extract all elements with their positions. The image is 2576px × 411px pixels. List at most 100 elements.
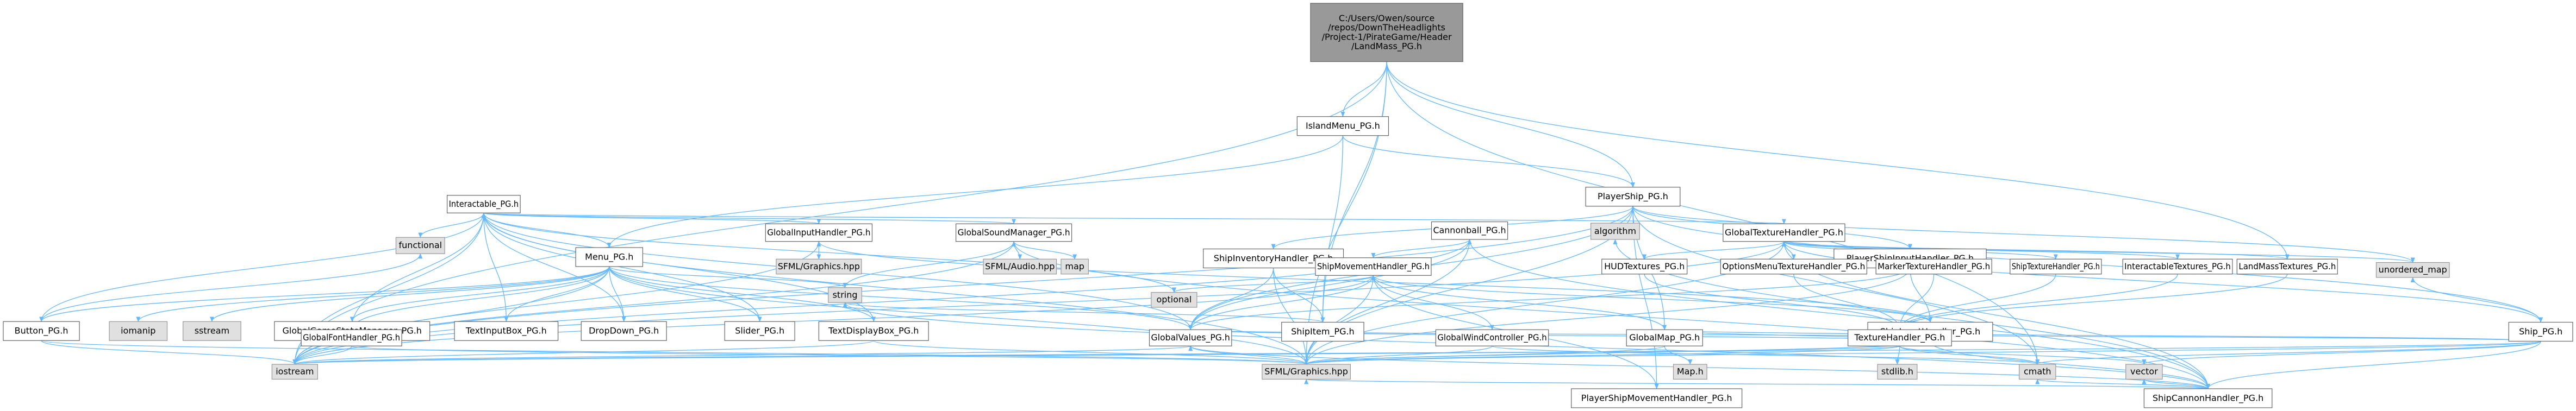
- node-interactabletextures[interactable]: InteractableTextures_PG.h: [2122, 258, 2233, 275]
- edge-globalmap-to-mapheader: [1664, 346, 1693, 365]
- node-box-shipcannon: [2143, 388, 2273, 408]
- node-box-playershipmovement: [1571, 388, 1743, 408]
- node-textdisplaybox[interactable]: TextDisplayBox_PG.h: [818, 321, 929, 341]
- node-label-button: Button_PG.h: [15, 326, 68, 337]
- edge-textdisplaybox-to-sfmlgraphics: [873, 340, 1308, 365]
- node-label-playership: PlayerShip_PG.h: [1598, 191, 1668, 202]
- node-islandmenu[interactable]: IslandMenu_PG.h: [1296, 116, 1389, 136]
- edge-landmasstextures-to-texturehandler: [1898, 274, 2288, 331]
- node-unorderedmap: unordered_map: [2375, 262, 2450, 278]
- node-ship[interactable]: Ship_PG.h: [2508, 321, 2573, 342]
- node-box-algorithm: [1590, 223, 1640, 240]
- node-textinputbox[interactable]: TextInputBox_PG.h: [454, 321, 559, 341]
- edge-shipcannon-to-cmath: [2035, 378, 2209, 389]
- edge-menu-to-textdisplaybox: [609, 266, 876, 323]
- node-label-markertexture: MarkerTextureHandler_PG.h: [1878, 261, 1990, 272]
- edge-cannonball-to-shipmovement: [1371, 239, 1470, 258]
- edge-ship-to-unorderedmap: [2410, 277, 2541, 323]
- edge-globalwind-to-cmath: [1492, 345, 2039, 365]
- node-playershipmovement[interactable]: PlayerShipMovementHandler_PG.h: [1571, 388, 1743, 408]
- node-cannonball[interactable]: Cannonball_PG.h: [1431, 221, 1508, 240]
- node-label-unorderedmap: unordered_map: [2379, 264, 2447, 275]
- edge-texturehandler-to-vector: [1899, 345, 2147, 365]
- edge-textinputbox-to-interactable: [481, 212, 507, 322]
- node-iomanip: iomanip: [109, 321, 168, 341]
- node-label-cannonball: Cannonball_PG.h: [1433, 225, 1506, 236]
- node-slider[interactable]: Slider_PG.h: [724, 321, 795, 341]
- node-landmasstextures[interactable]: LandMassTextures_PG.h: [2236, 258, 2338, 275]
- node-box-playership: [1585, 187, 1681, 207]
- edge-cannonball-to-sfmlgraphics: [1304, 239, 1470, 365]
- node-label-root-line-0: C:/Users/Owen/source: [1339, 13, 1434, 23]
- node-globalinput[interactable]: GlobalInputHandler_PG.h: [765, 223, 873, 242]
- edge-menu-to-sfmlgraphics: [609, 266, 1309, 365]
- node-box-shipmovement: [1315, 257, 1432, 276]
- node-iostream: iostream: [271, 364, 319, 380]
- node-box-interactable: [447, 195, 521, 213]
- node-label-root-line-2: /Project-1/PirateGame/Header: [1322, 31, 1452, 42]
- node-label-string: string: [833, 289, 858, 300]
- edge-dropdown-to-interactable: [481, 212, 625, 322]
- node-box-globalmap: [1626, 329, 1703, 346]
- edge-globalwind-to-sfmlgraphics: [1304, 345, 1493, 365]
- node-globalwind[interactable]: GlobalWindController_PG.h: [1435, 329, 1549, 346]
- node-box-optional: [1151, 292, 1197, 308]
- node-label-landmasstextures: LandMassTextures_PG.h: [2238, 261, 2336, 272]
- edge-globalvalues-to-sfmlgraphics: [1190, 345, 1309, 365]
- edge-interactable-to-globaltexture: [483, 212, 1785, 225]
- edge-globaltexture-to-optionsmenutexture: [1783, 241, 1796, 260]
- node-box-hudtextures: [1601, 258, 1688, 275]
- node-label-globaltexture: GlobalTextureHandler_PG.h: [1725, 227, 1843, 238]
- node-button[interactable]: Button_PG.h: [3, 321, 80, 341]
- node-globalmap[interactable]: GlobalMap_PG.h: [1626, 329, 1703, 346]
- node-texturehandler[interactable]: TextureHandler_PG.h: [1848, 329, 1952, 346]
- node-globalsound[interactable]: GlobalSoundManager_PG.h: [955, 223, 1072, 242]
- node-globalfont[interactable]: GlobalFontHandler_PG.h: [301, 329, 402, 346]
- node-dropdown[interactable]: DropDown_PG.h: [581, 321, 667, 341]
- edge-optionsmenutexture-to-texturehandler: [1793, 274, 1902, 331]
- node-hudtextures[interactable]: HUDTextures_PG.h: [1601, 258, 1688, 275]
- edge-globalsound-to-string: [843, 241, 1014, 288]
- node-label-mapheader: Map.h: [1677, 366, 1704, 377]
- node-sstream: sstream: [183, 321, 241, 341]
- node-label-algorithm: algorithm: [1594, 226, 1636, 236]
- node-sfmlgraphicshpp: SFML/Graphics.hpp: [776, 258, 862, 275]
- node-box-globalfont: [301, 329, 402, 346]
- node-label-globalwind: GlobalWindController_PG.h: [1437, 332, 1546, 343]
- edge-playership-to-unorderedmap: [1632, 206, 2415, 263]
- node-box-stdlib: [1877, 364, 1918, 380]
- node-label-functional: functional: [398, 240, 442, 250]
- node-stdlib: stdlib.h: [1877, 364, 1918, 380]
- node-label-shipinventory: ShipInventoryHandler_PG.h: [1214, 253, 1333, 264]
- node-shiptexture[interactable]: ShipTextureHandler_PG.h: [2010, 258, 2102, 275]
- node-globalvalues[interactable]: GlobalValues_PG.h: [1149, 329, 1232, 346]
- node-globaltexture[interactable]: GlobalTextureHandler_PG.h: [1723, 223, 1845, 242]
- node-markertexture[interactable]: MarkerTextureHandler_PG.h: [1875, 258, 1992, 275]
- node-shipitem[interactable]: ShipItem_PG.h: [1281, 321, 1364, 342]
- node-label-globalmap: GlobalMap_PG.h: [1629, 332, 1700, 343]
- edge-shipcannon-to-vector: [2142, 378, 2209, 389]
- node-box-dropdown: [581, 321, 667, 341]
- node-box-globalsound: [955, 223, 1072, 242]
- edge-globaltexture-to-hudtextures: [1642, 241, 1785, 260]
- node-box-globaltexture: [1723, 223, 1845, 242]
- edge-interactable-to-globalinput: [483, 212, 821, 225]
- node-shipmovement[interactable]: ShipMovementHandler_PG.h: [1315, 257, 1432, 276]
- node-root[interactable]: C:/Users/Owen/source/repos/DownTheHeadli…: [1310, 3, 1463, 62]
- node-box-cmath: [2019, 364, 2056, 380]
- node-menu[interactable]: Menu_PG.h: [575, 247, 644, 267]
- edge-shipitem-to-string: [843, 302, 1324, 323]
- edge-menu-to-string: [609, 266, 847, 288]
- node-optionsmenutexture[interactable]: OptionsMenuTextureHandler_PG.h: [1720, 258, 1867, 275]
- edge-ship-to-globaltexture: [1782, 241, 2541, 323]
- edge-shipcannon-to-globalsound: [1012, 241, 2209, 389]
- node-shipcannon[interactable]: ShipCannonHandler_PG.h: [2143, 388, 2273, 408]
- node-label-slider: Slider_PG.h: [735, 326, 784, 337]
- node-label-islandmenu: IslandMenu_PG.h: [1306, 121, 1380, 131]
- edge-root-to-playership: [1386, 61, 1635, 188]
- node-playership[interactable]: PlayerShip_PG.h: [1585, 187, 1681, 207]
- node-interactable[interactable]: Interactable_PG.h: [447, 195, 521, 213]
- node-label-shipmovement: ShipMovementHandler_PG.h: [1317, 261, 1430, 272]
- node-string: string: [828, 287, 863, 303]
